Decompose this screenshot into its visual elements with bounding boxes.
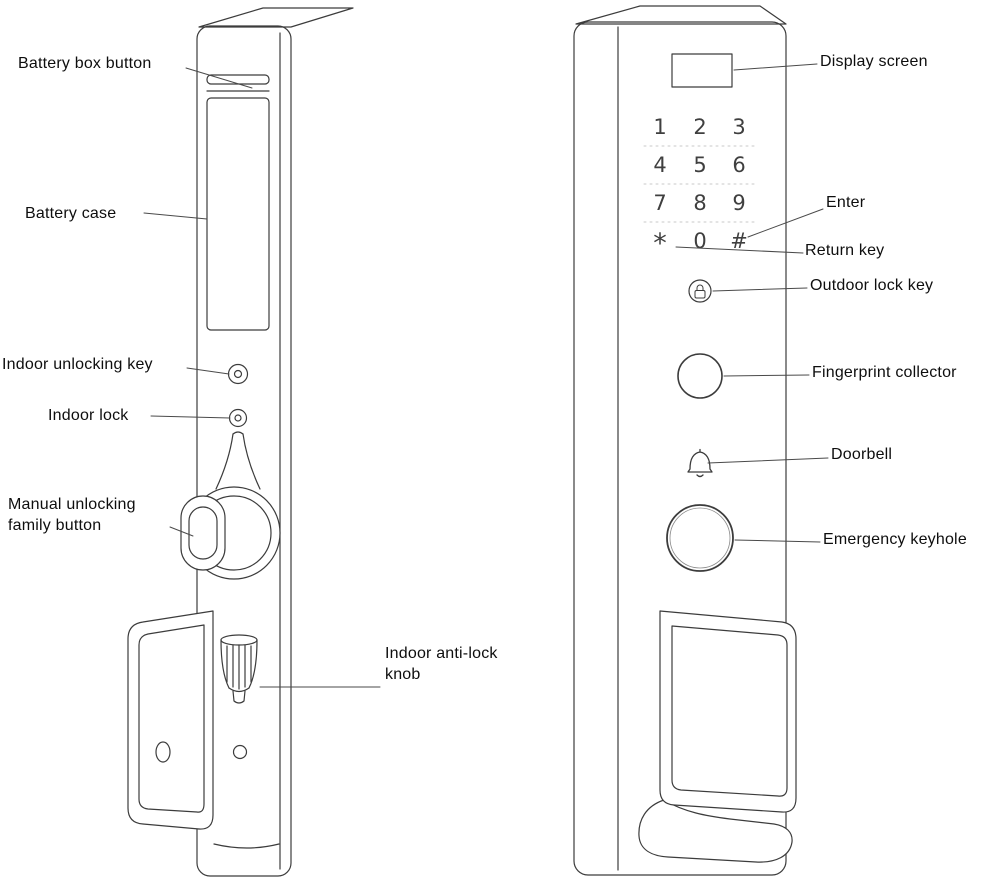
leader-emergency-keyhole (734, 539, 821, 543)
label-enter: Enter (826, 194, 866, 211)
battery-case-shape (206, 97, 270, 331)
label-fingerprint-collector: Fingerprint collector (812, 364, 957, 381)
label-battery-case: Battery case (25, 205, 117, 222)
keypad-key-9: 9 (732, 191, 746, 215)
keypad-key-8: 8 (693, 191, 707, 215)
bottom-box-right-shape (659, 610, 797, 813)
padlock-icon (694, 284, 706, 299)
latch-hook-shape (638, 799, 793, 863)
leader-battery-case (143, 212, 208, 220)
label-return-key: Return key (805, 242, 885, 259)
emergency-keyhole-shape (666, 504, 734, 572)
keypad-key-5: 5 (693, 153, 707, 177)
left-lock-body (196, 25, 292, 877)
label-battery-box-button: Battery box button (18, 55, 152, 72)
keypad-key-1: 1 (653, 115, 667, 139)
leader-fingerprint-collector (723, 374, 810, 377)
keypad-key-star: * (653, 228, 667, 259)
right-lock-top-face (575, 5, 787, 25)
spindle-neck-shape (215, 431, 261, 490)
outdoor-lock-key-shape (688, 279, 712, 303)
keypad-key-2: 2 (693, 115, 707, 139)
left-body-bottom-curve (213, 843, 280, 849)
keypad-row-separators (643, 145, 757, 223)
left-lock-drawing (127, 7, 354, 877)
leader-display-screen (733, 63, 818, 71)
label-doorbell: Doorbell (831, 446, 893, 463)
bottom-box-screw (155, 741, 171, 763)
label-outdoor-lock-key: Outdoor lock key (810, 277, 934, 294)
keypad-key-0: 0 (693, 229, 707, 253)
leader-lines (143, 63, 829, 688)
fingerprint-collector-shape (677, 353, 723, 399)
keypad-key-hash: # (730, 229, 748, 253)
bottom-box-left-shape (127, 610, 214, 830)
label-indoor-lock: Indoor lock (48, 407, 129, 424)
indoor-unlocking-key-shape (227, 363, 249, 385)
right-lock-drawing (573, 5, 797, 876)
doorbell-icon (687, 448, 713, 478)
left-body-screw (232, 744, 248, 760)
keypad-key-7: 7 (653, 191, 667, 215)
leader-manual-unlocking (169, 526, 194, 537)
label-indoor-anti-lock-knob: Indoor anti-lock knob (385, 645, 498, 683)
label-manual-unlocking-family-button: Manual unlocking family button (8, 496, 136, 534)
leader-indoor-unlocking-key (186, 367, 230, 375)
left-lock-top-face (198, 7, 354, 28)
label-display-screen: Display screen (820, 53, 928, 70)
leader-return-key (675, 246, 804, 254)
leader-indoor-lock (150, 415, 231, 419)
label-emergency-keyhole: Emergency keyhole (823, 531, 967, 548)
anti-lock-knob-shape (220, 634, 258, 704)
keypad-key-3: 3 (732, 115, 746, 139)
label-indoor-unlocking-key: Indoor unlocking key (2, 356, 153, 373)
leader-outdoor-lock-key (712, 287, 808, 292)
indoor-lock-shape (228, 408, 248, 428)
thumb-turn-shape (180, 495, 226, 571)
leader-doorbell (707, 457, 829, 464)
keypad-key-4: 4 (653, 153, 667, 177)
display-screen-shape (671, 53, 733, 88)
leader-enter (747, 208, 824, 238)
right-lock-body (573, 21, 787, 876)
leader-battery-box-button (185, 67, 253, 89)
keypad-key-6: 6 (732, 153, 746, 177)
